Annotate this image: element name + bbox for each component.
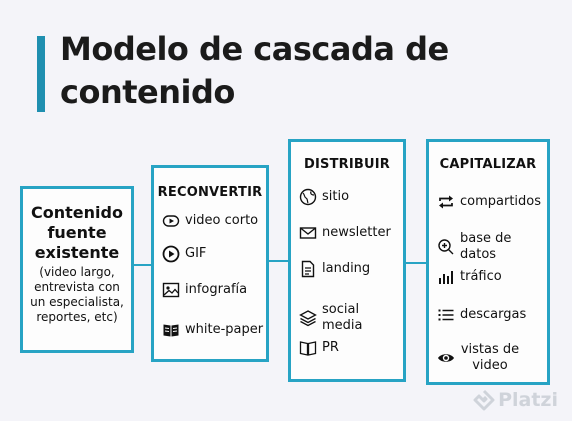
list-item: vistas de video bbox=[437, 342, 520, 374]
source-sub-label: (video largo, entrevista con un especial… bbox=[30, 265, 124, 324]
item-label: compartidos bbox=[460, 194, 542, 209]
item-label: white-paper bbox=[185, 322, 264, 337]
connector-line bbox=[406, 262, 428, 264]
item-label: descargas bbox=[460, 307, 527, 322]
play-circle-icon bbox=[162, 245, 180, 263]
item-label: video corto bbox=[185, 213, 259, 228]
list-item: newsletter bbox=[299, 224, 391, 242]
list-item: white-paper bbox=[162, 321, 263, 339]
item-label: GIF bbox=[185, 246, 207, 261]
list-item: landing bbox=[299, 260, 370, 278]
item-label: PR bbox=[322, 340, 339, 355]
reconvertir-box: RECONVERTIR video corto GIF infografía w… bbox=[151, 165, 269, 362]
source-content-box: Contenido fuente existente (video largo,… bbox=[20, 186, 134, 353]
title-accent-bar bbox=[37, 36, 45, 112]
list-item: descargas bbox=[437, 306, 526, 324]
list-icon bbox=[437, 306, 455, 324]
item-label: landing bbox=[322, 261, 371, 276]
item-label: infografía bbox=[185, 282, 248, 297]
image-icon bbox=[162, 281, 180, 299]
video-play-icon bbox=[162, 212, 180, 230]
capitalizar-title: CAPITALIZAR bbox=[439, 157, 537, 172]
list-item: PR bbox=[299, 339, 339, 357]
repeat-icon bbox=[437, 193, 455, 211]
list-item: base de datos bbox=[437, 231, 547, 263]
book-icon bbox=[162, 321, 180, 339]
source-main-label: Contenido fuente existente bbox=[31, 203, 123, 262]
item-label: sitio bbox=[322, 189, 350, 204]
list-item: social media bbox=[299, 302, 403, 334]
layers-icon bbox=[299, 309, 317, 327]
list-item: infografía bbox=[162, 281, 247, 299]
item-label: newsletter bbox=[322, 225, 391, 240]
envelope-icon bbox=[299, 224, 317, 242]
connector-line bbox=[134, 264, 153, 266]
document-icon bbox=[299, 260, 317, 278]
item-label: base de datos bbox=[460, 231, 512, 262]
capitalizar-box: CAPITALIZAR compartidos base de datos tr… bbox=[426, 139, 550, 385]
page-title: Modelo de cascada de contenido bbox=[60, 30, 449, 111]
zoom-plus-icon bbox=[437, 238, 455, 256]
watermark-label: Platzi bbox=[498, 389, 558, 411]
eye-icon bbox=[437, 349, 455, 367]
item-label: vistas de video bbox=[460, 342, 520, 373]
reconvertir-title: RECONVERTIR bbox=[157, 185, 263, 200]
item-label: social media bbox=[322, 302, 363, 333]
globe-icon bbox=[299, 188, 317, 206]
platzi-watermark: Platzi bbox=[473, 389, 558, 411]
list-item: GIF bbox=[162, 245, 206, 263]
platzi-logo-icon bbox=[473, 389, 495, 411]
list-item: compartidos bbox=[437, 193, 541, 211]
list-item: video corto bbox=[162, 212, 258, 230]
item-label: tráfico bbox=[460, 269, 502, 284]
distribuir-box: DISTRIBUIR sitio newsletter landing soci… bbox=[288, 139, 406, 382]
list-item: sitio bbox=[299, 188, 349, 206]
connector-line bbox=[269, 260, 290, 262]
open-book-icon bbox=[299, 339, 317, 357]
list-item: tráfico bbox=[437, 268, 502, 286]
distribuir-title: DISTRIBUIR bbox=[303, 157, 391, 172]
bar-chart-icon bbox=[437, 268, 455, 286]
